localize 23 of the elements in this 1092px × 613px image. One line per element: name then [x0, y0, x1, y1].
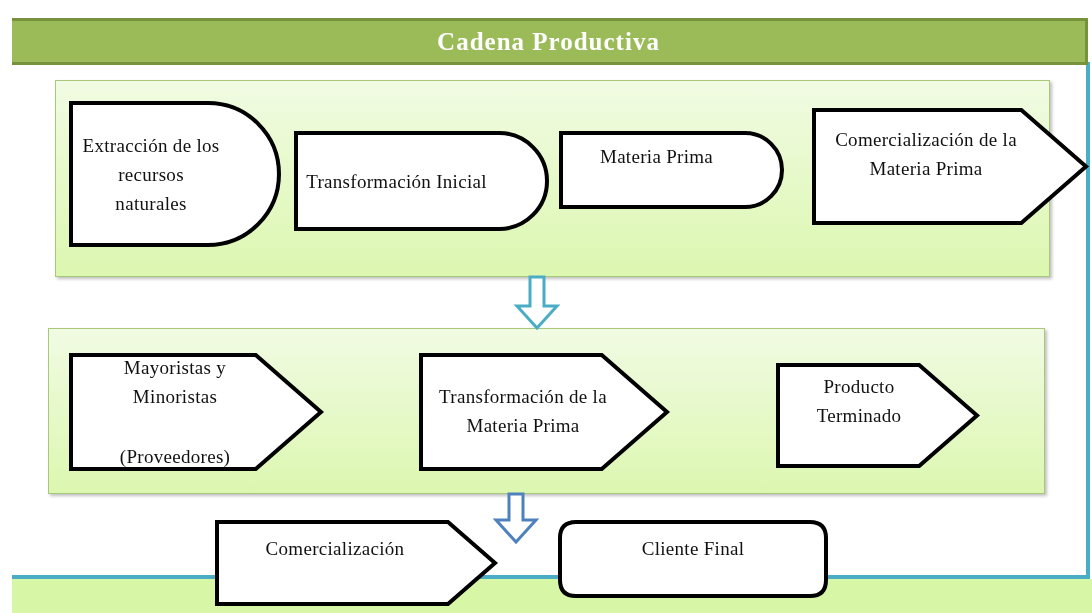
node-label: Extracción de los recursos naturales	[81, 133, 221, 216]
block-arrow	[513, 275, 561, 331]
node-label: Transformación de la Materia Prima	[439, 385, 607, 438]
delay-shape	[294, 131, 549, 231]
title: Cadena Productiva	[437, 27, 660, 56]
pentagon-arrow-shape	[776, 363, 979, 468]
block-arrow	[492, 492, 540, 545]
delay-shape	[69, 101, 281, 247]
node-label: Cliente Final	[641, 536, 745, 561]
node-label: Comercialización	[265, 536, 405, 561]
delay-shape	[559, 131, 784, 209]
panel	[48, 328, 1045, 494]
node-label: Mayoristas y Minoristas	[122, 356, 228, 409]
node-label: (Proveedores)	[119, 445, 231, 469]
rounded-box	[558, 520, 828, 598]
pentagon-arrow-shape	[812, 108, 1088, 225]
node-label: Producto Terminado	[815, 374, 903, 428]
node-label: Transformación Inicial	[306, 169, 487, 194]
pentagon-arrow-shape	[419, 353, 669, 471]
node-label: Comercialización de la Materia Prima	[834, 127, 1018, 181]
node-label: Materia Prima	[599, 144, 714, 169]
pentagon-arrow-shape	[69, 353, 323, 471]
pentagon-arrow-shape	[215, 520, 497, 606]
